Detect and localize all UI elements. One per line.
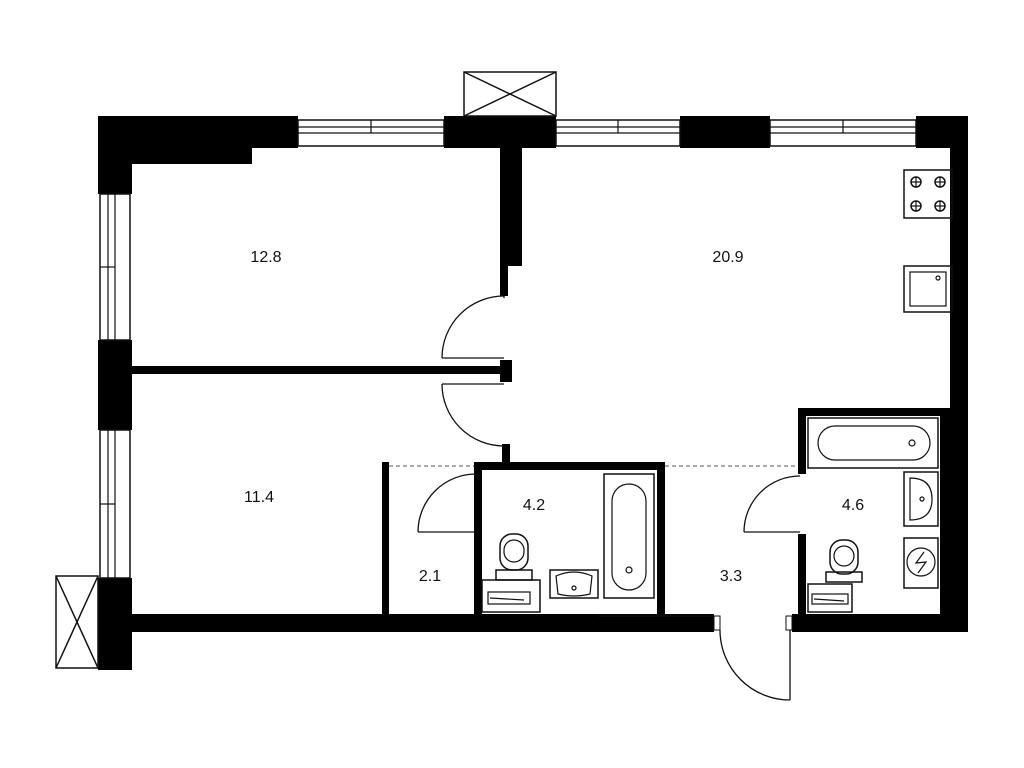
windows — [99, 119, 917, 579]
toilet-icon-2 — [825, 539, 863, 583]
wall-corner-top-left — [132, 116, 252, 164]
wall-left-mid — [98, 340, 132, 430]
area-label-closet: 2.1 — [418, 568, 442, 585]
toilet-icon — [495, 533, 533, 581]
shaft-top — [463, 71, 557, 117]
wall-bath2-left-bottom — [798, 534, 806, 616]
window-top-3 — [769, 119, 917, 147]
wall-bottom-right — [792, 614, 968, 632]
door-bath-2 — [743, 475, 801, 533]
door-bath-1 — [417, 473, 477, 533]
area-label-kitchen-living: 20.9 — [712, 249, 744, 266]
interior-walls — [132, 148, 950, 616]
wall-bath1-right — [657, 462, 665, 616]
water-heater-icon — [903, 537, 939, 589]
stove-icon — [903, 169, 953, 219]
bathtub-icon-2 — [807, 417, 939, 469]
ventilation-shafts — [55, 71, 557, 669]
wall-left-top — [98, 116, 132, 194]
wall-bath1-top — [474, 462, 664, 470]
area-label-bathroom-1: 4.2 — [522, 497, 546, 514]
exterior-walls — [98, 116, 968, 670]
window-top-2 — [555, 119, 681, 147]
wall-closet-left — [382, 462, 389, 616]
door-entrance — [713, 615, 793, 701]
door-room-2 — [441, 383, 505, 447]
window-left-1 — [99, 193, 131, 341]
wall-room-kitchen-thick — [508, 148, 522, 266]
washing-machine-icon-2 — [807, 583, 853, 613]
doors — [417, 295, 801, 701]
wall-divider-post — [500, 360, 512, 382]
window-top-1 — [297, 119, 445, 147]
wall-top-2 — [444, 116, 556, 148]
wall-left-bottom — [98, 578, 132, 670]
bathtub-icon — [603, 473, 655, 599]
area-label-hallway: 3.3 — [719, 568, 743, 585]
window-left-2 — [99, 429, 131, 579]
washbasin-icon-2 — [903, 471, 939, 527]
area-label-bathroom-2: 4.6 — [841, 497, 865, 514]
wall-bath2-top — [798, 408, 950, 416]
door-jamb-room2 — [502, 444, 510, 464]
washbasin-icon — [549, 569, 599, 599]
wall-top-3 — [680, 116, 770, 148]
washing-machine-icon — [481, 579, 541, 613]
area-label-room-2: 11.4 — [244, 489, 274, 506]
shaft-bottom-left — [55, 575, 99, 669]
wall-bedrooms-divider — [132, 366, 504, 374]
wall-bath2-left-top — [798, 408, 806, 474]
area-label-room-1: 12.8 — [250, 249, 282, 266]
wall-bath2-right — [940, 408, 950, 616]
wall-bath1-left — [474, 462, 482, 616]
wall-bottom-left — [130, 614, 714, 632]
door-room-1 — [441, 295, 505, 359]
wall-room-kitchen — [500, 148, 508, 296]
kitchen-sink-icon — [903, 265, 953, 313]
wall-top-1 — [252, 116, 298, 148]
wall-right — [950, 116, 968, 630]
